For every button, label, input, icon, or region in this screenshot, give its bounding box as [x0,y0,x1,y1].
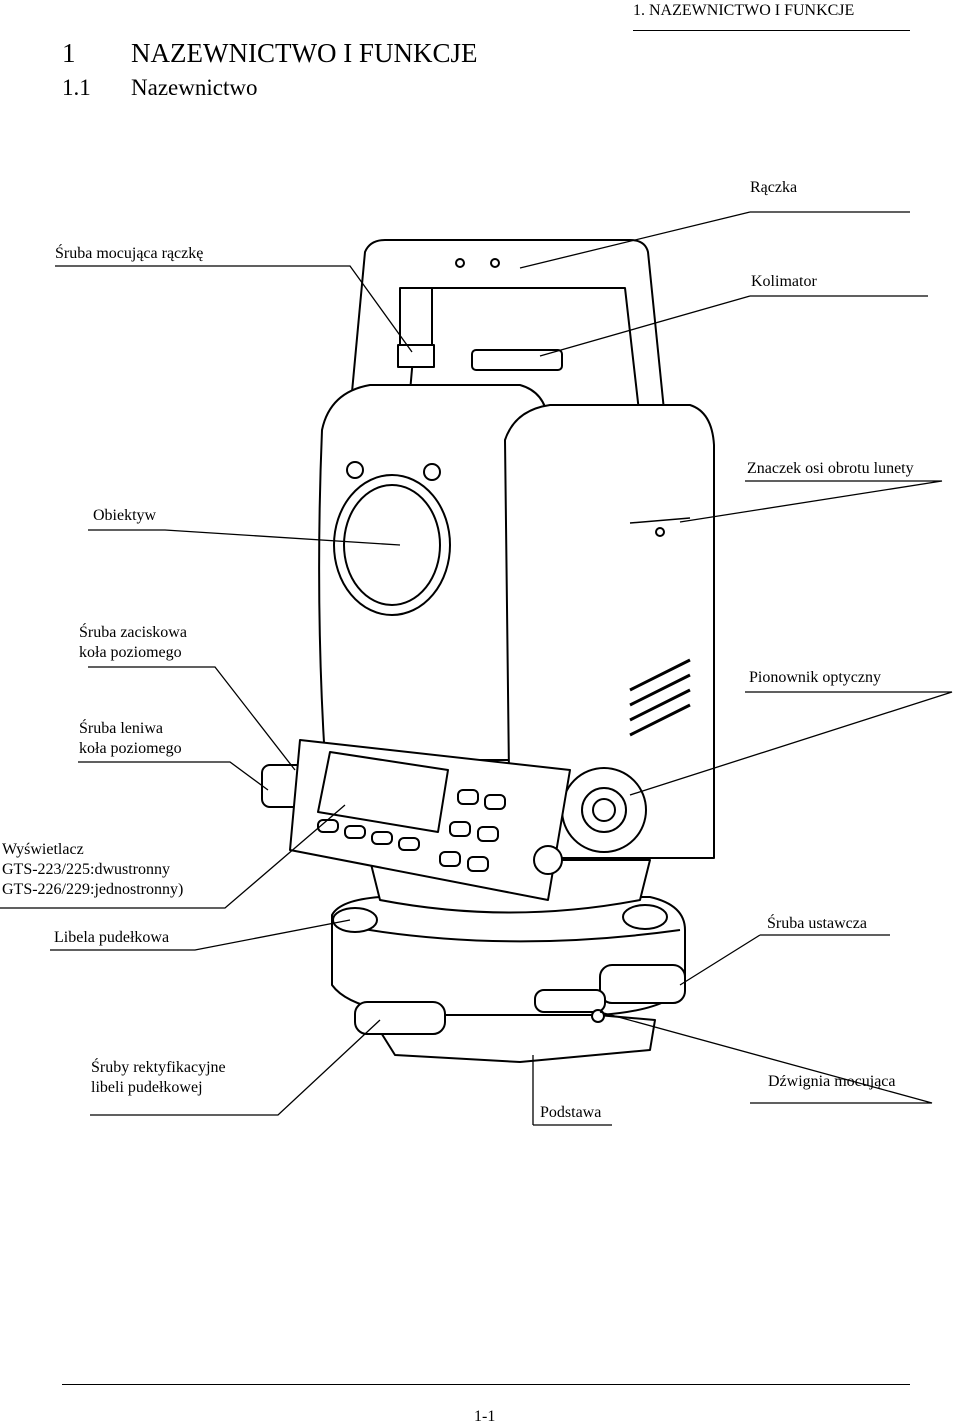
leader-lines [0,211,953,1126]
footer-rule [62,1384,910,1385]
label-collimator: Kolimator [751,273,817,290]
section-title: Nazewnictwo [131,75,258,100]
label-locking-lever: Dźwignia mocująca [768,1073,896,1090]
label-adjust-line2: libeli pudełkowej [91,1079,203,1096]
header-rule [633,30,910,31]
label-base: Podstawa [540,1104,602,1121]
leveling-screw-left [354,1001,446,1035]
label-circular-level: Libela pudełkowa [54,929,170,946]
label-display-line3: GTS-226/229:jednostronny) [2,881,184,898]
label-display: Wyświetlacz GTS-223/225:dwustronny GTS-2… [2,840,183,900]
label-clamp-screw: Śruba zaciskowa koła poziomego [79,623,187,663]
label-handle: Rączka [750,179,798,196]
label-optical-plummet: Pionownik optyczny [749,669,881,686]
label-display-line1: Wyświetlacz [2,841,84,858]
chapter-number: 1 [62,38,76,68]
page-number: 1-1 [474,1408,496,1425]
right-standard [504,404,715,859]
leveling-screw-right [599,964,686,1004]
running-header: 1. NAZEWNICTWO I FUNKCJE [633,2,855,19]
display-screen [317,751,449,833]
label-tangent-line1: Śruba leniwa [79,720,163,737]
leveling-screw-back [622,904,668,930]
locking-lever-shape [534,989,606,1013]
label-adjust-line1: Śruby rektyfikacyjne [91,1059,226,1076]
label-telescope-axis-mark: Znaczek osi obrotu lunety [747,460,914,477]
chapter-title: NAZEWNICTWO I FUNKCJE [131,38,478,68]
label-adjusting-screws: Śruby rektyfikacyjne libeli pudełkowej [91,1058,226,1098]
section-number: 1.1 [62,75,91,100]
label-tangent-screw: Śruba leniwa koła poziomego [79,719,182,759]
label-objective: Obiektyw [93,507,157,524]
label-clamp-line1: Śruba zaciskowa [79,624,187,641]
collimator-shape [471,349,563,371]
label-clamp-line2: koła poziomego [79,644,182,661]
circular-level-shape [332,907,378,933]
label-display-line2: GTS-223/225:dwustronny [2,861,170,878]
label-tangent-line2: koła poziomego [79,740,182,757]
label-handle-screw: Śruba mocująca rączkę [55,245,204,262]
label-leveling-screw: Śruba ustawcza [767,915,867,932]
